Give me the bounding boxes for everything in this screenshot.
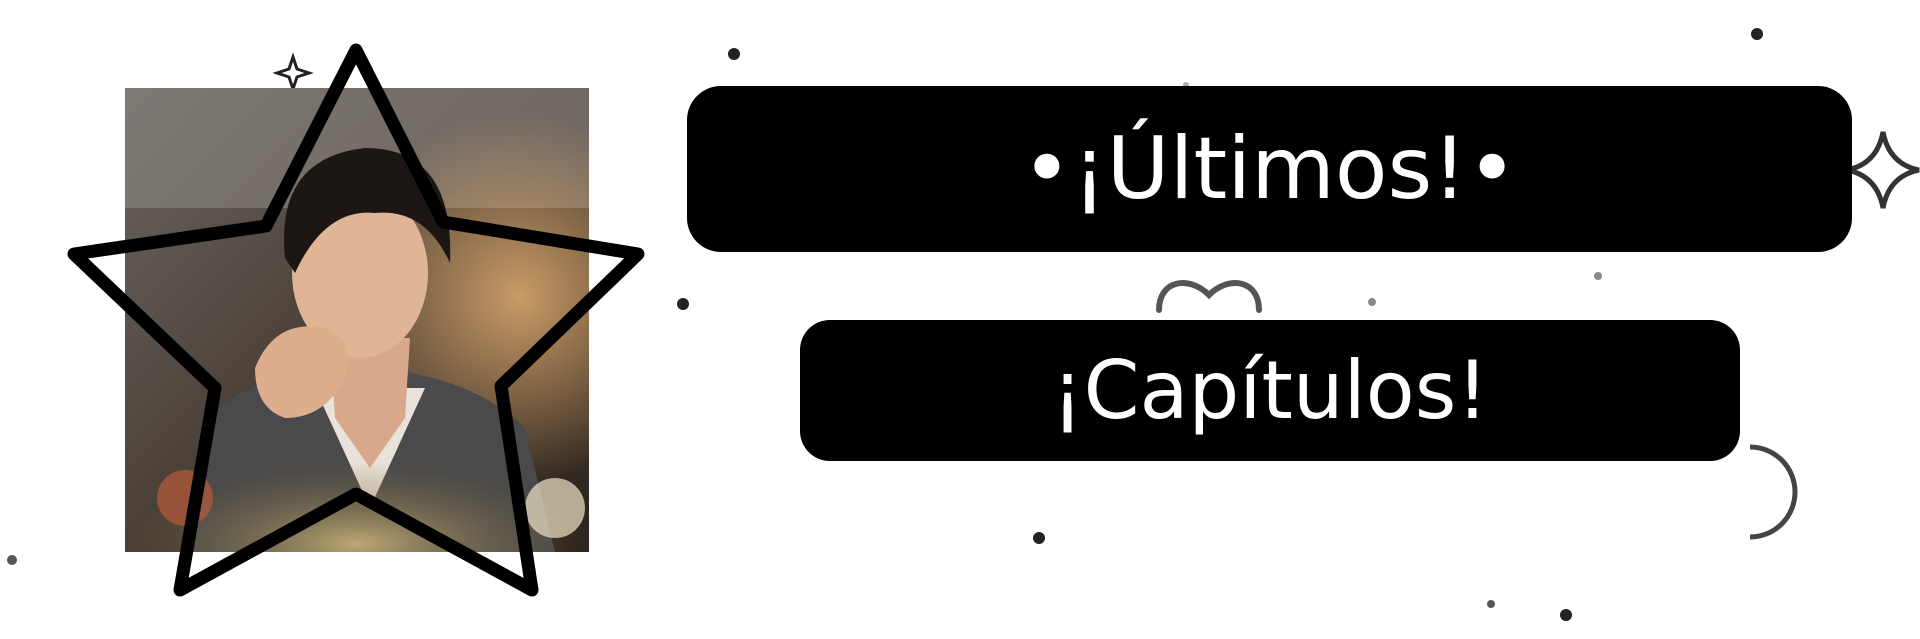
dot-icon (1033, 532, 1045, 544)
dot-icon (7, 555, 17, 565)
dot-icon (1560, 609, 1572, 621)
sparkle-icon (1846, 131, 1920, 209)
dot-icon (1487, 600, 1495, 608)
title-banner: •¡Últimos!• (687, 86, 1852, 252)
photo-image (125, 88, 589, 552)
crescent-moon-icon (1749, 444, 1798, 540)
dot-icon (1594, 272, 1602, 280)
heart-outline-icon (1156, 280, 1262, 313)
dot-icon (1751, 28, 1763, 40)
dot-icon (677, 298, 689, 310)
dot-icon (1368, 298, 1376, 306)
dot-icon (728, 48, 740, 60)
title-text: •¡Últimos!• (1021, 119, 1518, 219)
subtitle-banner: ¡Capítulos! (800, 320, 1740, 461)
subtitle-text: ¡Capítulos! (1051, 344, 1489, 437)
person-photo (125, 88, 589, 552)
